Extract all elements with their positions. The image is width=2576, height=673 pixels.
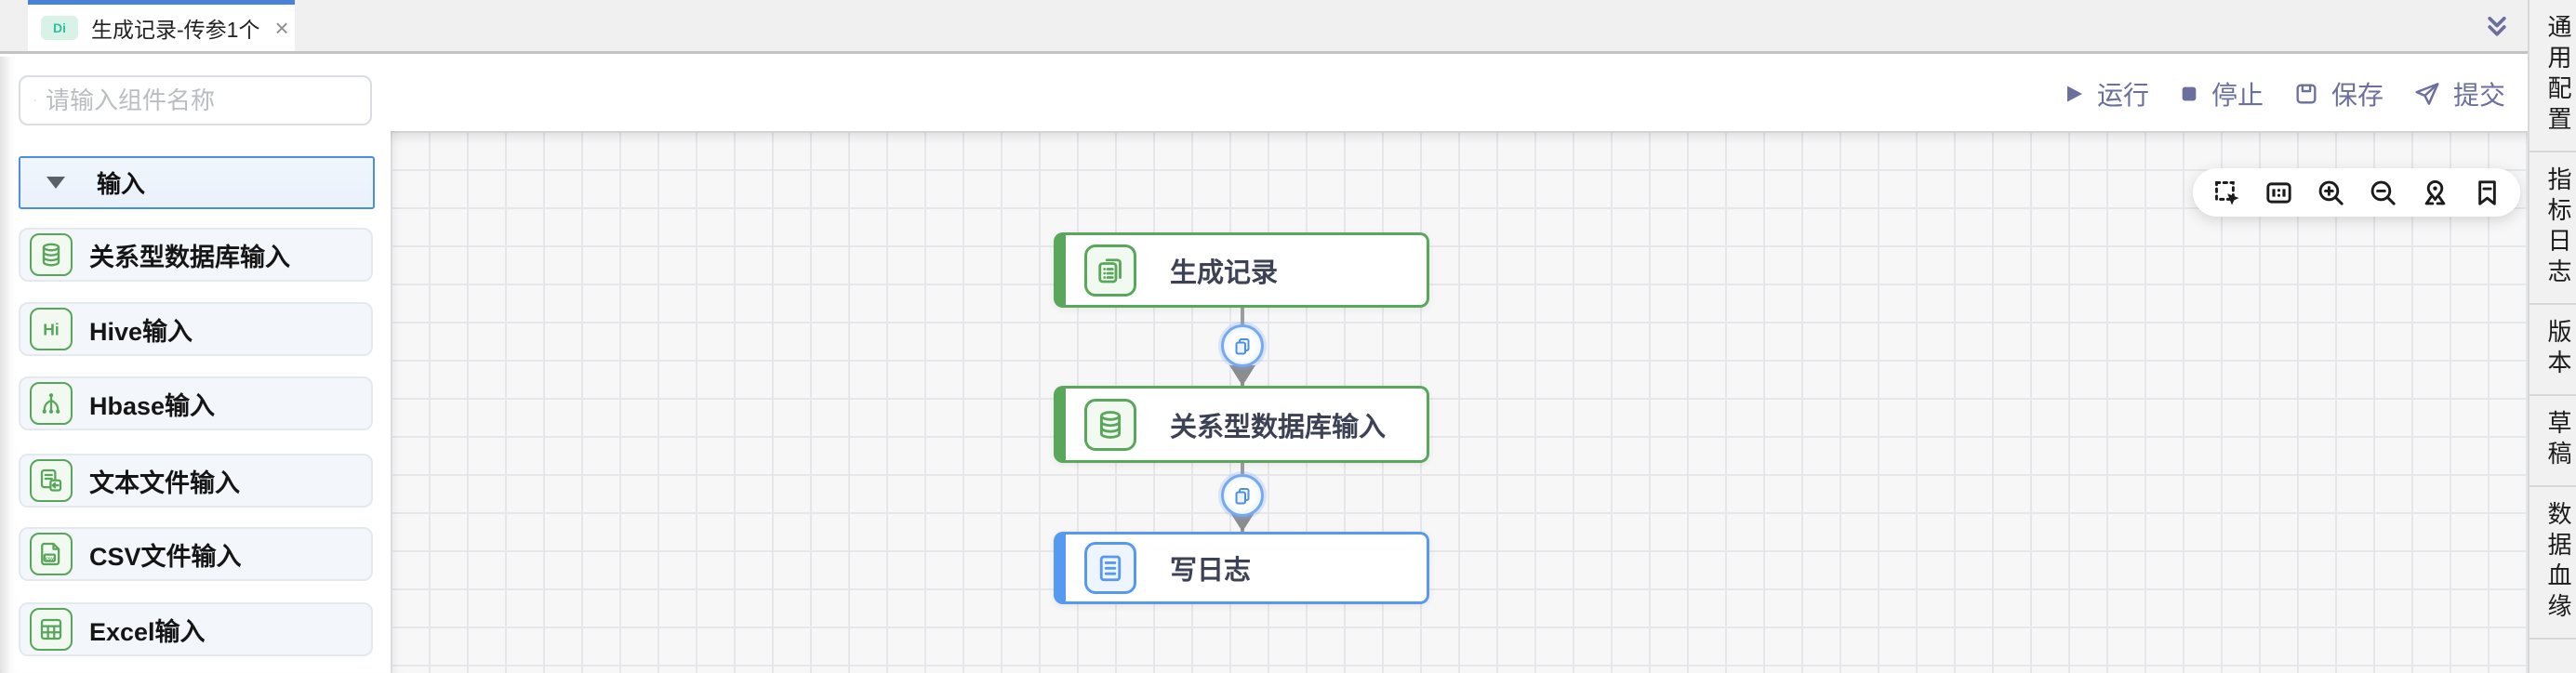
tab-general-config[interactable]: 通用配置 bbox=[2530, 0, 2576, 152]
run-label: 运行 bbox=[2096, 81, 2149, 110]
copy-connector-icon[interactable] bbox=[1221, 324, 1264, 367]
component-label: CSV文件输入 bbox=[89, 542, 242, 571]
svg-text:Hi: Hi bbox=[43, 320, 60, 338]
active-document-tab[interactable]: Di 生成记录-传参1个 × bbox=[28, 0, 295, 51]
search-input[interactable] bbox=[46, 86, 357, 115]
flow-canvas[interactable]: 生成记录 bbox=[391, 131, 2528, 673]
canvas-toolbar bbox=[2193, 168, 2520, 217]
component-hive-input[interactable]: Hi Hive输入 bbox=[19, 302, 373, 356]
node-generate-records[interactable]: 生成记录 bbox=[1054, 232, 1429, 308]
play-icon bbox=[2066, 86, 2082, 102]
close-icon[interactable]: × bbox=[274, 14, 289, 42]
tab-versions[interactable]: 版本 bbox=[2530, 305, 2576, 396]
submit-button[interactable]: 提交 bbox=[2413, 75, 2505, 112]
hbase-branch-icon bbox=[30, 382, 73, 425]
marquee-select-icon[interactable] bbox=[2211, 178, 2242, 208]
node-label: 生成记录 bbox=[1170, 257, 1279, 288]
group-header-input[interactable]: 输入 bbox=[19, 156, 375, 209]
database-icon bbox=[1084, 398, 1136, 451]
component-csv-file-input[interactable]: csv CSV文件输入 bbox=[19, 527, 373, 581]
tab-bar: Di 生成记录-传参1个 × bbox=[0, 0, 2528, 54]
stop-label: 停止 bbox=[2211, 81, 2264, 110]
run-toolbar: 运行 停止 保存 提交 bbox=[2063, 75, 2505, 112]
component-excel-input[interactable]: Excel输入 bbox=[19, 602, 373, 656]
group-label: 输入 bbox=[97, 170, 146, 198]
chevron-double-down-icon[interactable] bbox=[2481, 11, 2513, 43]
node-label: 写日志 bbox=[1170, 556, 1252, 586]
tab-data-lineage[interactable]: 数据血缘 bbox=[2530, 487, 2576, 640]
node-label: 关系型数据库输入 bbox=[1170, 412, 1387, 442]
triangle-down-icon bbox=[46, 177, 65, 189]
node-write-log[interactable]: 写日志 bbox=[1054, 532, 1429, 604]
workspace: 运行 停止 保存 提交 bbox=[0, 57, 2528, 673]
node-relational-db-input[interactable]: 关系型数据库输入 bbox=[1054, 386, 1429, 463]
fit-ratio-icon[interactable] bbox=[2264, 178, 2294, 208]
hive-icon: Hi bbox=[30, 308, 73, 350]
run-button[interactable]: 运行 bbox=[2063, 75, 2149, 112]
excel-table-icon bbox=[30, 608, 73, 651]
paper-plane-icon bbox=[2415, 83, 2439, 105]
stop-icon bbox=[2182, 86, 2197, 101]
tab-metric-logs[interactable]: 指标日志 bbox=[2530, 152, 2576, 305]
save-icon bbox=[2296, 84, 2317, 104]
search-icon bbox=[33, 99, 36, 102]
component-label: Hive输入 bbox=[89, 317, 193, 346]
database-icon bbox=[30, 233, 73, 276]
records-icon bbox=[1084, 244, 1136, 297]
component-label: 文本文件输入 bbox=[89, 468, 240, 497]
component-label: 关系型数据库输入 bbox=[89, 243, 290, 271]
zoom-in-icon[interactable] bbox=[2316, 178, 2346, 208]
right-panel-tabstrip: 通用配置 指标日志 版本 草稿 数据血缘 bbox=[2528, 0, 2576, 673]
submit-label: 提交 bbox=[2452, 81, 2505, 110]
stop-button[interactable]: 停止 bbox=[2179, 75, 2264, 112]
tab-drafts[interactable]: 草稿 bbox=[2530, 396, 2576, 487]
csv-file-icon: csv bbox=[30, 533, 73, 575]
component-label: Hbase输入 bbox=[89, 391, 216, 420]
component-label: Excel输入 bbox=[89, 617, 206, 646]
save-button[interactable]: 保存 bbox=[2293, 75, 2383, 112]
component-relational-db-input[interactable]: 关系型数据库输入 bbox=[19, 228, 373, 282]
edge-arrowhead bbox=[1229, 511, 1255, 532]
locate-icon[interactable] bbox=[2420, 178, 2450, 208]
save-label: 保存 bbox=[2330, 81, 2383, 110]
svg-text:csv: csv bbox=[46, 556, 55, 561]
di-badge: Di bbox=[41, 16, 78, 40]
zoom-out-icon[interactable] bbox=[2368, 178, 2398, 208]
text-file-icon bbox=[30, 459, 73, 502]
component-hbase-input[interactable]: Hbase输入 bbox=[19, 376, 373, 430]
edge-arrowhead bbox=[1229, 365, 1255, 386]
component-text-file-input[interactable]: 文本文件输入 bbox=[19, 454, 373, 508]
log-icon bbox=[1084, 542, 1136, 594]
copy-connector-icon[interactable] bbox=[1221, 474, 1264, 517]
tab-title: 生成记录-传参1个 bbox=[91, 18, 260, 42]
bookmark-icon[interactable] bbox=[2472, 178, 2503, 208]
component-search bbox=[19, 75, 372, 125]
